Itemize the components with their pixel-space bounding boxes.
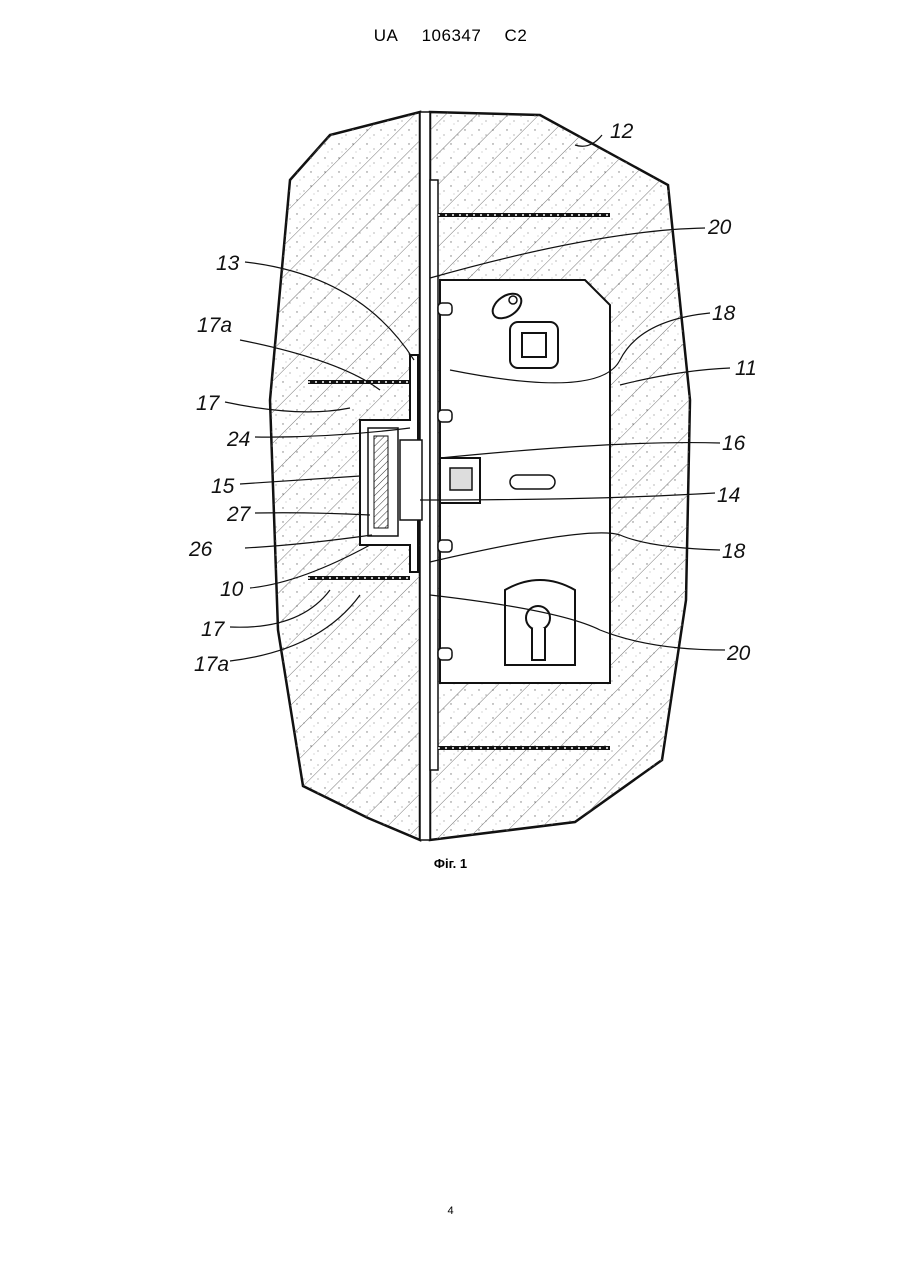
- ref-label-15: 15: [211, 475, 235, 498]
- figure-caption: Фіг. 1: [0, 856, 901, 871]
- ref-label-18-top: 18: [712, 302, 736, 325]
- ref-label-20-top: 20: [707, 216, 732, 239]
- ref-label-12: 12: [610, 120, 634, 143]
- ref-label-16: 16: [722, 432, 746, 455]
- patent-drawing: 12 20 13 18 17a 11 17 24 16 15 14 27 26 …: [0, 0, 901, 900]
- ref-label-10: 10: [220, 578, 244, 601]
- ref-label-20-bottom: 20: [726, 642, 751, 665]
- ref-label-11: 11: [735, 357, 757, 380]
- page-number: 4: [0, 1205, 901, 1217]
- ref-label-17-bottom: 17: [201, 618, 226, 641]
- ref-label-18-bottom: 18: [722, 540, 746, 563]
- ref-label-17-top: 17: [196, 392, 221, 415]
- faceplate-strip: [430, 180, 438, 770]
- ref-label-17a-bottom: 17a: [194, 653, 229, 676]
- ref-label-27: 27: [226, 503, 252, 526]
- ref-label-14: 14: [717, 484, 740, 507]
- ref-label-24: 24: [226, 428, 250, 451]
- ref-label-13: 13: [216, 252, 240, 275]
- lock-body: [438, 280, 610, 683]
- ref-label-26: 26: [188, 538, 213, 561]
- ref-label-17a-top: 17a: [197, 314, 232, 337]
